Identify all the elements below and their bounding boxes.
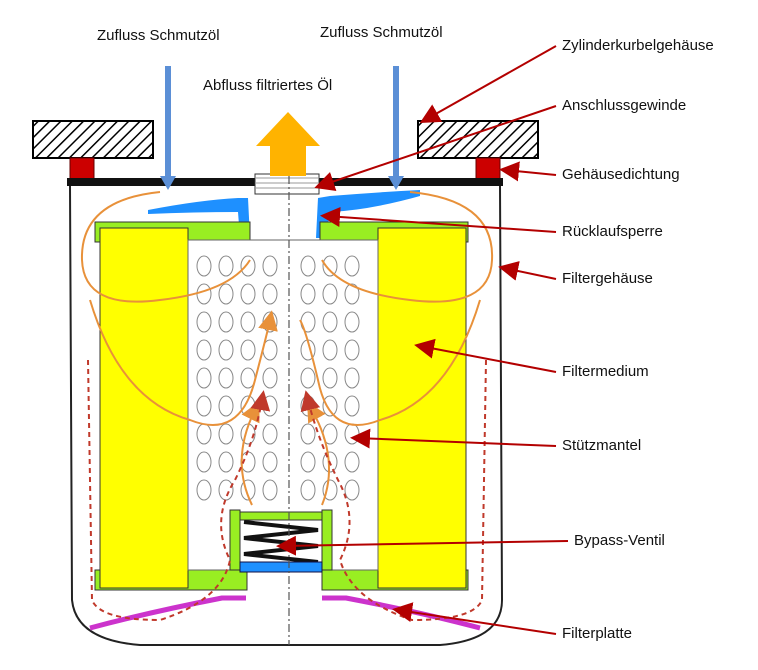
- label-inflow-left: Zufluss Schmutzöl: [97, 27, 220, 44]
- perforation-hole: [240, 255, 256, 277]
- perforation-hole: [344, 311, 360, 333]
- perforation-hole: [218, 283, 234, 305]
- perforation-hole: [300, 367, 316, 389]
- perforation-hole: [344, 479, 360, 501]
- perforation-hole: [322, 311, 338, 333]
- perforation-hole: [262, 283, 278, 305]
- label-seal: Gehäusedichtung: [562, 166, 680, 183]
- perforation-hole: [218, 451, 234, 473]
- perforation-hole: [300, 451, 316, 473]
- label-bypass-valve: Bypass-Ventil: [574, 532, 665, 549]
- perforation-hole: [262, 423, 278, 445]
- perforation-hole: [218, 311, 234, 333]
- check-valve-right: [316, 190, 420, 238]
- perforation-hole: [218, 367, 234, 389]
- perforation-hole: [262, 451, 278, 473]
- perforation-hole: [300, 255, 316, 277]
- flow-lines: [80, 191, 494, 506]
- crankcase-block-right: [417, 120, 539, 159]
- label-crankcase: Zylinderkurbelgehäuse: [562, 37, 714, 54]
- label-check-valve: Rücklaufsperre: [562, 223, 663, 240]
- perforation-hole: [218, 339, 234, 361]
- perforation-hole: [196, 311, 212, 333]
- perforation-hole: [322, 283, 338, 305]
- perforation-hole: [322, 339, 338, 361]
- perforation-hole: [300, 283, 316, 305]
- perforation-hole: [218, 423, 234, 445]
- label-outflow: Abfluss filtriertes Öl: [203, 76, 332, 94]
- perforation-hole: [262, 255, 278, 277]
- perforation-hole: [196, 367, 212, 389]
- label-base-plate: Filterplatte: [562, 625, 632, 642]
- perforation-hole: [344, 283, 360, 305]
- filter-medium-right: [377, 227, 467, 589]
- perforation-hole: [322, 479, 338, 501]
- perforation-hole: [262, 367, 278, 389]
- inflow-arrow-left: [160, 66, 176, 190]
- perforation-hole: [196, 395, 212, 417]
- thread-neck: [254, 173, 320, 195]
- perforation-hole: [196, 479, 212, 501]
- label-inflow-right: Zufluss Schmutzöl: [320, 24, 443, 41]
- perforation-hole: [300, 479, 316, 501]
- perforation-hole: [344, 339, 360, 361]
- perforation-hole: [196, 255, 212, 277]
- label-medium: Filtermedium: [562, 363, 649, 380]
- perforation-hole: [344, 255, 360, 277]
- check-valve-left: [148, 198, 250, 238]
- label-support-tube: Stützmantel: [562, 437, 641, 454]
- filter-housing: [69, 185, 504, 646]
- perforation-hole: [344, 395, 360, 417]
- perforation-hole: [300, 423, 316, 445]
- perforation-hole: [240, 311, 256, 333]
- label-thread: Anschlussgewinde: [562, 97, 686, 114]
- filter-medium-left: [99, 227, 189, 589]
- perforation-hole: [344, 367, 360, 389]
- inflow-arrow-right: [388, 66, 404, 190]
- leader-lines: [276, 45, 569, 635]
- perforation-hole: [322, 255, 338, 277]
- outflow-arrow: [256, 112, 320, 176]
- perforation-hole: [218, 395, 234, 417]
- perforation-hole: [196, 339, 212, 361]
- perforation-hole: [240, 479, 256, 501]
- perforation-hole: [240, 339, 256, 361]
- perforation-hole: [240, 283, 256, 305]
- perforation-hole: [218, 255, 234, 277]
- crankcase-block-left: [32, 120, 154, 159]
- label-housing: Filtergehäuse: [562, 270, 653, 287]
- perforation-hole: [322, 367, 338, 389]
- perforation-hole: [262, 479, 278, 501]
- perforation-hole: [344, 451, 360, 473]
- perforation-hole: [196, 451, 212, 473]
